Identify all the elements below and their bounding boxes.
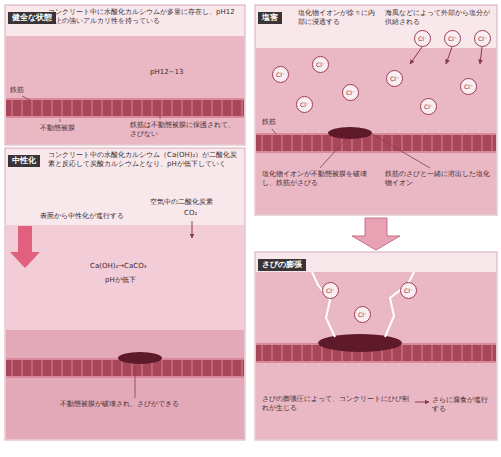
annotation: コンクリート中の水酸化カルシウム（Ca(OH)₂）が二酸化炭素と反応して炭酸カル… <box>48 151 240 169</box>
annotation: コンクリート中に水酸化カルシウムが多量に存在し、pH12以上の強いアルカリ性を持… <box>48 8 240 26</box>
ion-symbol: Cl⁻ <box>474 30 491 47</box>
concrete <box>6 225 244 439</box>
ion-symbol: Cl⁻ <box>386 70 403 87</box>
ion-symbol: Cl⁻ <box>272 66 289 83</box>
annotation: CO₂ <box>184 209 197 218</box>
ion-symbol: Cl⁻ <box>460 78 477 95</box>
concrete <box>256 48 496 214</box>
annotation: 空気中の二酸化炭素 <box>150 198 213 207</box>
annotation: pHが低下 <box>105 276 136 285</box>
annotation: 表面から中性化が進行する <box>40 212 140 221</box>
panel: さびの膨張 <box>255 252 497 440</box>
flow-arrow <box>352 218 400 250</box>
neutralized-zone <box>6 225 244 330</box>
panel: 中性化 <box>5 148 245 440</box>
ion-symbol: Cl⁻ <box>414 30 431 47</box>
annotation: 不動態被膜 <box>40 124 75 133</box>
annotation: Ca(OH)₂→CaCO₃ <box>90 262 146 271</box>
annotation: 鉄筋は不動態被膜に保護されて、さびない <box>130 121 240 139</box>
ion-symbol: Cl⁻ <box>354 306 371 323</box>
annotation: 鉄筋 <box>10 86 24 95</box>
ion-symbol: Cl⁻ <box>296 96 313 113</box>
annotation: 鉄筋のさびと一緒に溶出した塩化物イオン <box>385 170 493 188</box>
annotation: 海風などによって外部から塩分が供給される <box>385 9 493 27</box>
concrete <box>256 272 496 439</box>
ion-symbol: Cl⁻ <box>342 84 359 101</box>
ion-symbol: Cl⁻ <box>400 282 417 299</box>
ion-symbol: Cl⁻ <box>322 282 339 299</box>
annotation: pH12~13 <box>150 68 183 77</box>
annotation: さらに腐食が進行する <box>432 396 492 414</box>
flow-arrow <box>192 47 482 402</box>
annotation: 不動態被膜が破壊され、さびができる <box>60 400 220 409</box>
annotation: さびの膨張圧によって、コンクリートにひび割れが生じる <box>262 395 412 413</box>
rebar <box>6 98 496 378</box>
progress-arrow <box>10 226 40 268</box>
panel-ground <box>255 5 497 215</box>
panel-ground <box>255 252 497 440</box>
panel-heading: 塩害 <box>258 12 282 24</box>
panel-heading: 中性化 <box>8 155 40 167</box>
leader-line <box>22 96 430 398</box>
annotation: 鉄筋 <box>262 118 276 127</box>
panel-ground <box>5 148 245 440</box>
rust <box>328 127 372 139</box>
concrete <box>6 36 244 144</box>
ion-symbol: Cl⁻ <box>312 56 329 73</box>
rust <box>318 334 402 352</box>
ion-symbol: Cl⁻ <box>444 30 461 47</box>
rust <box>118 352 162 364</box>
ion-symbol: Cl⁻ <box>420 98 437 115</box>
panel-ground <box>5 5 245 145</box>
annotation: 塩化物イオンが徐々に内部に浸透する <box>298 9 380 27</box>
panel-heading: さびの膨張 <box>258 259 306 271</box>
annotation: 塩化物イオンが不動態被膜を破壊し、鉄筋がさびる <box>262 170 377 188</box>
